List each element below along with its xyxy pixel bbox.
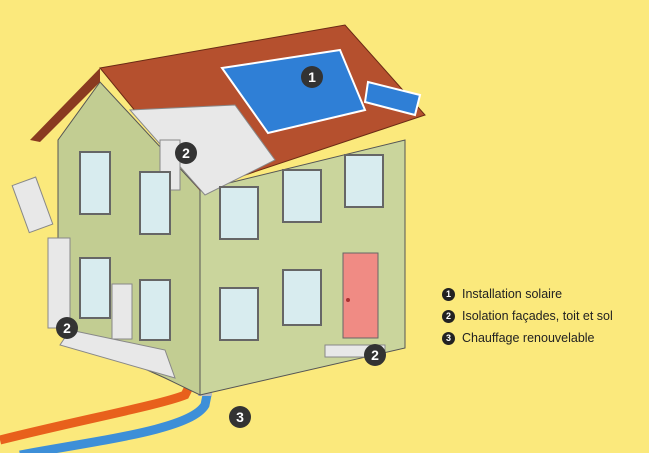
legend-item-insulation: 2 Isolation façades, toit et sol <box>442 305 613 327</box>
marker-label: 2 <box>63 320 71 336</box>
legend-label: Installation solaire <box>462 287 563 301</box>
legend-label: Chauffage renouvelable <box>462 331 595 345</box>
marker-insulation-floor: 2 <box>364 344 386 366</box>
marker-solar: 1 <box>301 66 323 88</box>
front-door <box>342 252 379 339</box>
legend-item-heating: 3 Chauffage renouvelable <box>442 327 613 349</box>
legend-label: Isolation façades, toit et sol <box>462 309 613 323</box>
legend-number: 3 <box>442 331 455 345</box>
marker-label: 1 <box>308 69 316 85</box>
legend-number: 2 <box>442 309 455 323</box>
heating-pipes <box>0 382 213 453</box>
solar-panel-small <box>363 80 422 117</box>
marker-label: 2 <box>182 145 190 161</box>
marker-insulation-wall: 2 <box>56 317 78 339</box>
legend-number: 1 <box>442 287 455 301</box>
solar-panel <box>220 48 367 135</box>
marker-label: 3 <box>236 409 244 425</box>
roof-edge <box>30 68 100 142</box>
marker-label: 2 <box>371 347 379 363</box>
legend: 1 Installation solaire 2 Isolation façad… <box>442 283 613 349</box>
legend-item-solar: 1 Installation solaire <box>442 283 613 305</box>
windows <box>79 151 384 341</box>
marker-insulation-roof: 2 <box>175 142 197 164</box>
marker-heating: 3 <box>229 406 251 428</box>
